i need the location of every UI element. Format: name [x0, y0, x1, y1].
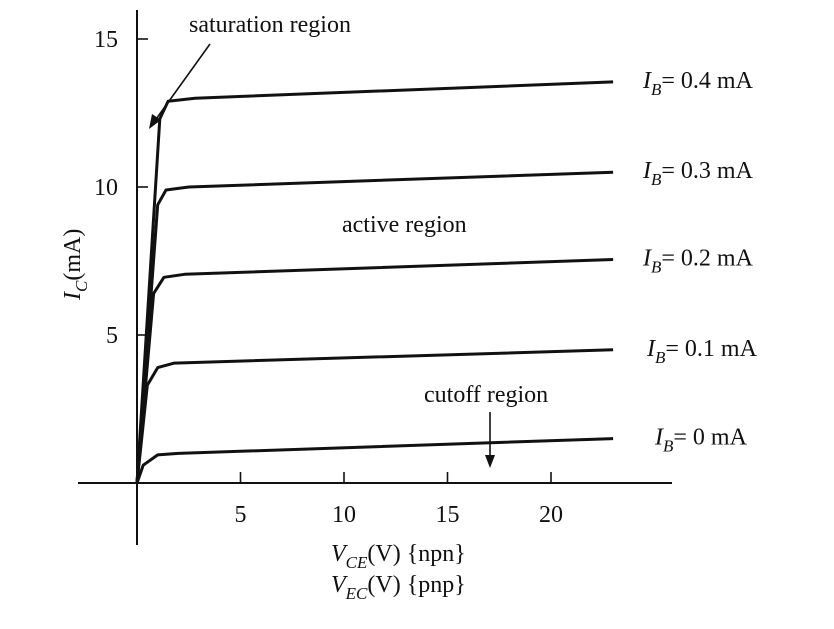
- series-label: IB= 0 mA: [654, 425, 748, 456]
- y-axis-label: IC(mA): [60, 229, 91, 301]
- curves: [135, 80, 614, 484]
- x-tick-label: 5: [235, 502, 247, 528]
- series-label: IB= 0.4 mA: [642, 68, 754, 99]
- x-axis-label-pnp: VEC(V) {pnp}: [331, 572, 466, 603]
- saturation-arrow-shaft: [153, 43, 211, 123]
- axis-ticks: 5 10 15 20 5 10 15: [94, 27, 563, 528]
- curve-labels: IB= 0.4 mA IB= 0.3 mA IB= 0.2 mA IB= 0.1 mA…: [642, 68, 758, 456]
- series-label: IB= 0.1 mA: [646, 336, 758, 367]
- series-line: [135, 170, 614, 484]
- saturation-region-label: saturation region: [189, 12, 351, 38]
- x-tick-label: 10: [332, 502, 356, 528]
- cutoff-arrow-head: [485, 455, 495, 468]
- y-tick-label: 15: [94, 27, 118, 53]
- active-region-label: active region: [342, 212, 467, 238]
- series-line: [135, 437, 614, 484]
- series-label: IB= 0.2 mA: [642, 246, 754, 277]
- series-label: IB= 0.3 mA: [642, 158, 754, 189]
- series-line: [135, 80, 614, 484]
- x-axis-label-npn: VCE(V) {npn}: [331, 541, 466, 572]
- x-tick-label: 15: [436, 502, 460, 528]
- x-tick-label: 20: [539, 502, 563, 528]
- y-tick-label: 10: [94, 175, 118, 201]
- cutoff-region-label: cutoff region: [424, 382, 548, 408]
- series-line: [135, 258, 614, 484]
- series-line: [135, 348, 614, 484]
- y-tick-label: 5: [106, 323, 118, 349]
- saturation-arrow-head: [149, 114, 161, 129]
